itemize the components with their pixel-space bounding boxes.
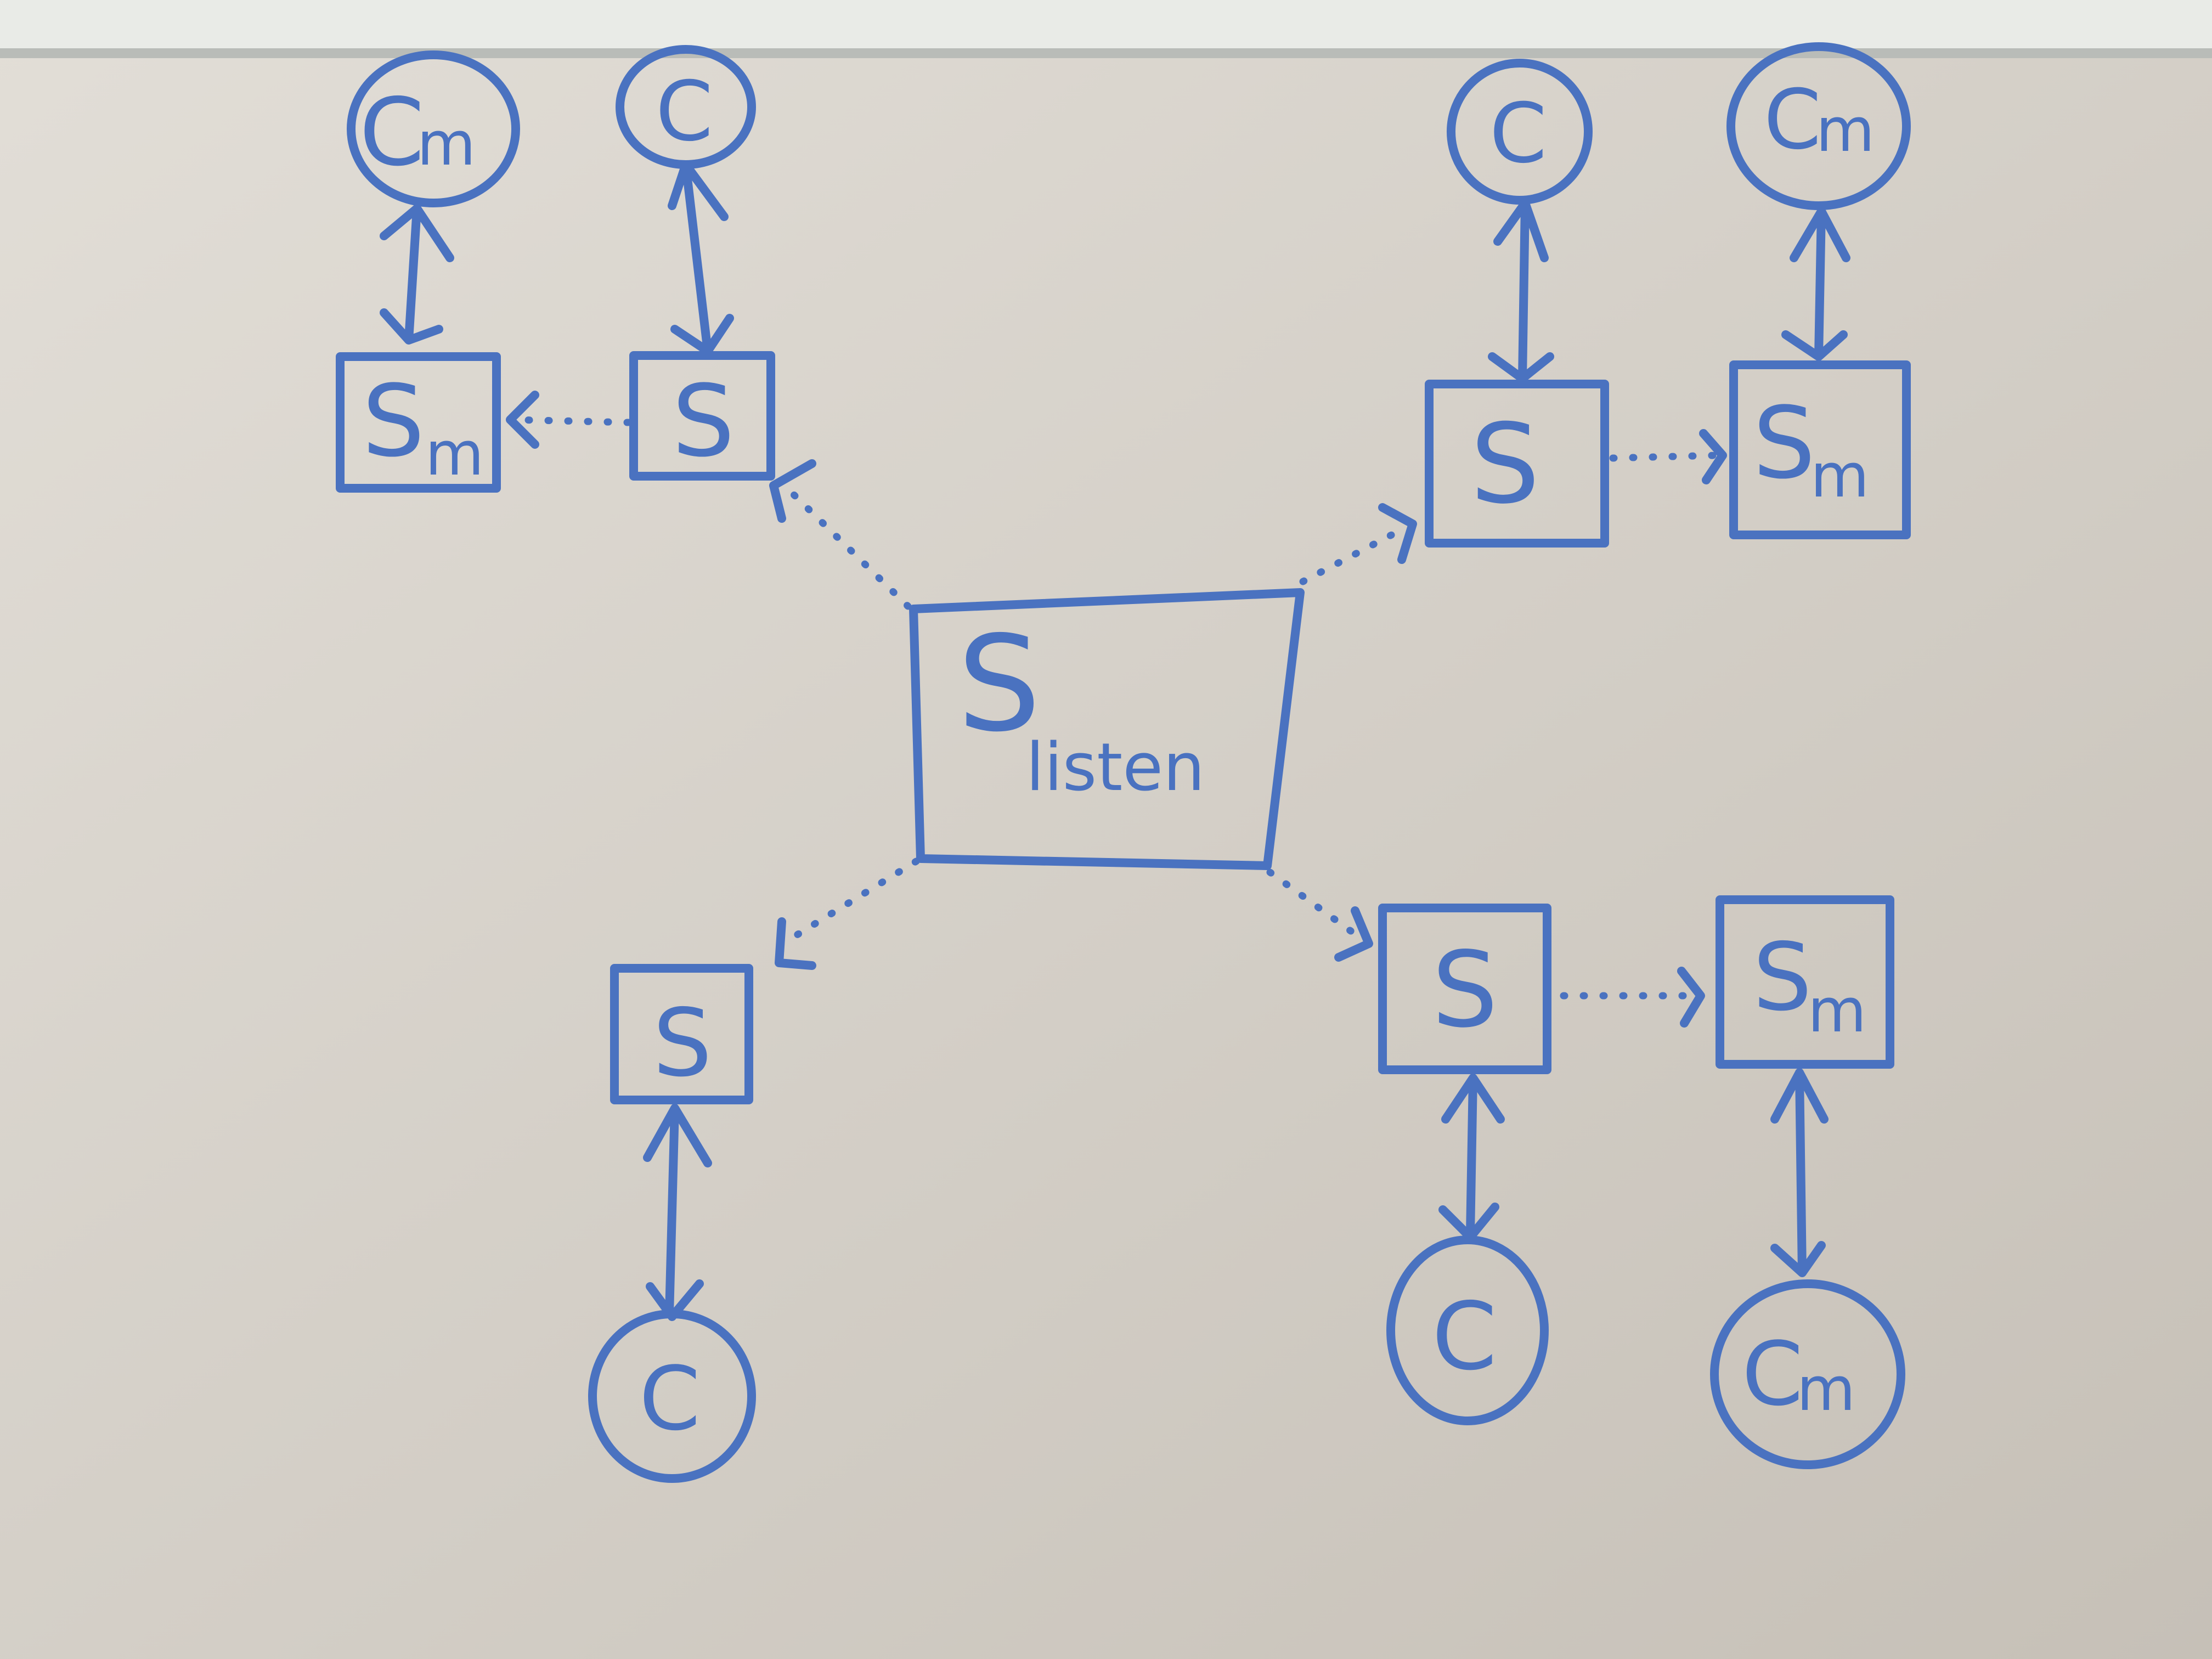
mirror-client-main-label: C xyxy=(359,78,425,187)
mirror-server-main-label: S xyxy=(1753,923,1812,1032)
mirror-client-sub-label: m xyxy=(1797,1354,1855,1424)
listener-to-bottom-left-arrowhead xyxy=(775,917,816,970)
server-node xyxy=(629,351,775,481)
server-to-mirror-arrowhead xyxy=(506,391,539,449)
mirror-server-sub-label: m xyxy=(1810,441,1869,511)
mirror-client-node xyxy=(347,50,520,207)
mirror-client-link xyxy=(380,204,454,345)
server-label: S xyxy=(1432,929,1498,1051)
listener-to-bottom-right-link xyxy=(1266,868,1364,942)
group-top-left: S m S C m C xyxy=(336,45,775,493)
server-label: S xyxy=(653,989,712,1098)
mirror-server-node xyxy=(1716,895,1894,1069)
mirror-server-sub-label: m xyxy=(1808,975,1866,1046)
client-label: C xyxy=(1489,86,1547,182)
server-node xyxy=(1425,380,1609,548)
client-link xyxy=(643,1104,712,1321)
mirror-client-node xyxy=(1726,42,1911,210)
client-link xyxy=(1438,1074,1505,1242)
group-bottom-left: S C xyxy=(588,964,756,1483)
mirror-server-node xyxy=(336,352,501,493)
listener-to-top-right-link xyxy=(1299,523,1411,585)
mirror-server-sub-label: m xyxy=(425,419,484,489)
server-label: S xyxy=(1470,400,1540,528)
server-to-mirror-arrowhead xyxy=(1699,429,1727,484)
listener-to-bottom-left-link xyxy=(783,857,920,945)
server-to-mirror-arrowhead xyxy=(1677,967,1705,1028)
listener-to-top-left-link xyxy=(786,487,912,610)
listener-node: S listen xyxy=(909,588,1305,870)
client-link xyxy=(668,160,734,356)
client-label: C xyxy=(656,64,713,160)
server-to-mirror-link xyxy=(509,416,632,426)
mirror-server-main-label: S xyxy=(362,364,425,479)
server-node xyxy=(1378,904,1551,1074)
client-label: C xyxy=(639,1347,701,1450)
listener-to-top-left-arrowhead xyxy=(769,459,816,523)
mirror-client-node xyxy=(1710,1279,1905,1469)
mirror-server-node xyxy=(1729,360,1911,539)
listener-main-label: S xyxy=(957,607,1041,761)
listener-to-bottom-right-arrowhead xyxy=(1334,906,1373,962)
mirror-client-link xyxy=(1770,1068,1829,1277)
server-to-mirror-link xyxy=(1609,452,1721,462)
client-link xyxy=(1488,199,1554,383)
server-node xyxy=(610,964,753,1104)
mirror-server-main-label: S xyxy=(1753,386,1815,501)
group-bottom-right: S S m C C m xyxy=(1378,895,1905,1469)
listener-links xyxy=(769,459,1417,970)
group-top-right: S S m C C m xyxy=(1425,42,1911,548)
client-node xyxy=(1447,59,1593,205)
mirror-client-link xyxy=(1781,207,1850,361)
mirror-client-main-label: C xyxy=(1742,1323,1803,1425)
mirror-client-sub-label: m xyxy=(1816,95,1875,165)
listener-to-top-right-arrowhead xyxy=(1378,503,1417,564)
listener-sub-label: listen xyxy=(1026,730,1205,806)
client-label: C xyxy=(1432,1283,1497,1391)
mirror-client-sub-label: m xyxy=(417,109,476,179)
board-frame-top xyxy=(0,0,2212,52)
mirror-client-main-label: C xyxy=(1764,72,1821,168)
board-frame-edge xyxy=(0,48,2212,58)
server-label: S xyxy=(672,364,735,479)
